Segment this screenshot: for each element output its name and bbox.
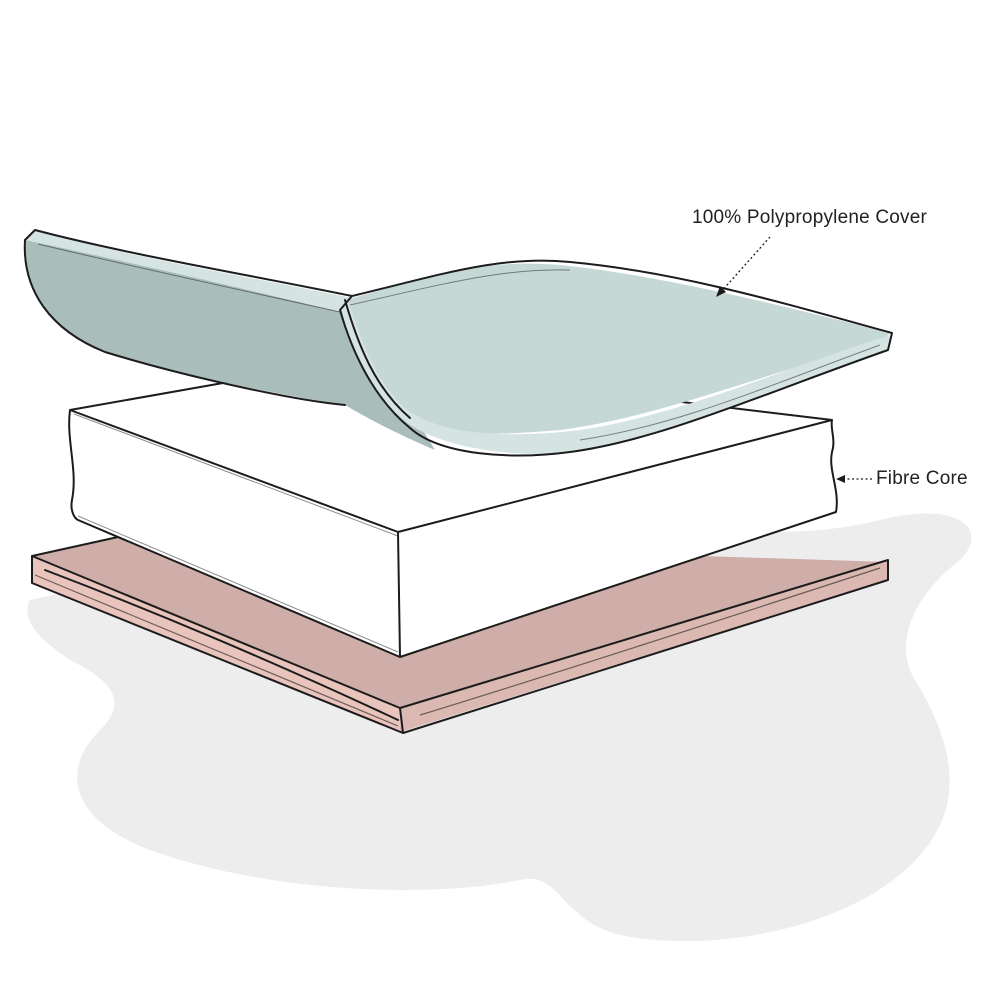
cover-layer (23, 229, 893, 457)
cover-outline (23, 229, 893, 457)
cover-sketch-lines (37, 243, 881, 441)
core-sketch-lines (73, 413, 399, 653)
cover-back-edge (25, 230, 352, 312)
base-outline (31, 536, 889, 734)
core-leader-arrow (836, 475, 845, 483)
cover-front-edge (340, 300, 890, 454)
core-label: Fibre Core (876, 468, 968, 489)
base-sketch-lines (34, 567, 881, 727)
cover-leader-arrow (716, 286, 726, 297)
base-right-edge (400, 560, 888, 732)
cover-underside (24, 240, 436, 450)
cover-label: 100% Polypropylene Cover (692, 207, 928, 228)
cover-top-face (345, 263, 890, 434)
callout-leaders (716, 236, 872, 483)
core-outline (68, 379, 838, 658)
core-layer (68, 379, 838, 658)
cover-leader-line (719, 236, 771, 294)
